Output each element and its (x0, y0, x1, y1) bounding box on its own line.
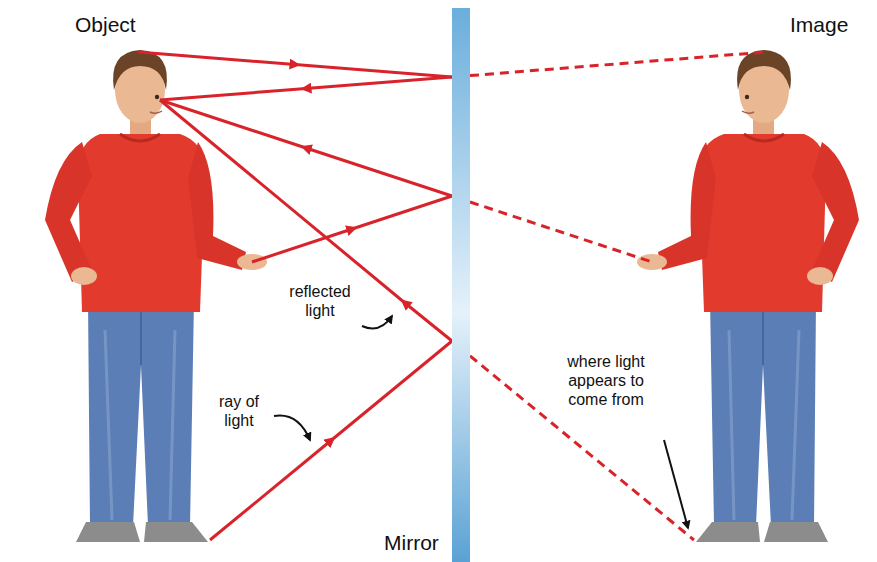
pointer-arrow (664, 440, 688, 528)
image-person (637, 50, 859, 542)
light-ray (252, 196, 452, 262)
reflected-light-label: reflected light (280, 282, 360, 320)
reflected-ray (160, 77, 452, 100)
ray-of-light-label: ray of light (206, 392, 272, 430)
virtual-ray (470, 52, 766, 76)
object-label: Object (75, 12, 136, 37)
apparent-source-label: where light appears to come from (558, 352, 654, 410)
pointer-arrow (362, 316, 392, 328)
image-label: Image (790, 12, 848, 37)
mirror-label: Mirror (384, 530, 439, 555)
pointer-arrow (274, 416, 310, 441)
light-ray (210, 341, 452, 540)
light-ray (138, 52, 452, 77)
mirror (452, 8, 470, 562)
reflected-ray (160, 100, 452, 341)
reflected-ray (160, 100, 452, 196)
virtual-ray (470, 202, 652, 262)
